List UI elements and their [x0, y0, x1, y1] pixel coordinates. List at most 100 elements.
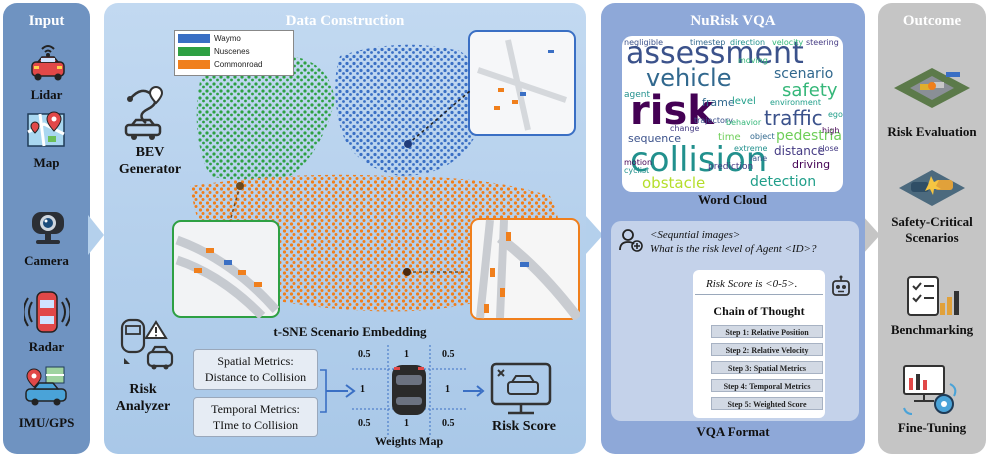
word: agent — [624, 90, 650, 100]
flow-arrow-icon — [862, 215, 880, 255]
cluster-waymo — [335, 44, 483, 176]
checklist-chart-icon — [907, 276, 959, 316]
word: scenario — [774, 66, 834, 82]
word: driving — [792, 158, 831, 171]
scenario-thumbnail-nuscenes — [172, 220, 280, 318]
cot-step-2: Step 2: Relative Velocity — [711, 343, 823, 356]
outcome-title: Outcome — [902, 13, 962, 29]
input-label-radar: Radar — [28, 339, 65, 354]
question-line-2: What is the risk level of Agent <ID>? — [650, 243, 817, 255]
spatial-metrics-box: Spatial Metrics: Distance to Collision — [193, 349, 318, 390]
risk-score-monitor-icon — [490, 362, 552, 415]
bev-generator-label: BEV Generator — [118, 145, 182, 177]
temporal-metrics-box: Temporal Metrics: TIme to Collision — [193, 397, 318, 437]
word: frame — [702, 96, 735, 109]
word: sequence — [628, 132, 682, 145]
question-line-1: <Sequntial images> — [650, 229, 741, 241]
data-construction-title: Data Construction — [285, 13, 405, 29]
legend-swatch — [178, 47, 210, 56]
answer-divider — [695, 294, 823, 295]
word: environment — [770, 98, 821, 107]
word: detection — [750, 174, 817, 190]
word: trajectory — [694, 116, 733, 125]
cot-step-1: Step 1: Relative Position — [711, 325, 823, 338]
legend-item-waymo: Waymo — [178, 33, 292, 44]
word: obstacle — [642, 174, 706, 192]
word: traffic — [764, 106, 823, 130]
risk-score-label: Risk Score — [492, 419, 556, 434]
weight-bl: 0.5 — [358, 418, 371, 429]
word-cloud-label: Word Cloud — [698, 192, 767, 207]
weight-mr: 1 — [445, 384, 450, 395]
word: time — [718, 132, 741, 143]
word: high — [822, 126, 840, 135]
tsne-scatter-plot — [190, 44, 560, 312]
weight-tl: 0.5 — [358, 349, 371, 360]
word: moving — [738, 56, 768, 65]
word: collision — [630, 140, 768, 180]
monitor-gears-icon — [903, 365, 957, 415]
input-label-camera: Camera — [24, 253, 69, 268]
word: direction — [730, 38, 766, 47]
car-collision-icon — [899, 170, 965, 206]
lidar-car-icon — [31, 45, 65, 81]
route-car-icon — [124, 85, 164, 140]
word: motion — [624, 158, 653, 167]
weight-bc: 1 — [404, 418, 409, 429]
cot-step-4: Step 4: Temporal Metrics — [711, 379, 823, 392]
legend-item-commonroad: Commonroad — [178, 59, 292, 70]
input-label-lidar: Lidar — [30, 87, 63, 102]
word: prediction — [708, 162, 754, 172]
crash-scene-icon — [894, 68, 970, 108]
risk-analyzer-label: Risk Analyzer — [115, 382, 171, 414]
map-icon — [27, 111, 65, 147]
weight-ml: 1 — [360, 384, 365, 395]
word: pedestrian — [776, 128, 843, 144]
flow-arrow-icon — [88, 215, 104, 255]
weight-tr: 0.5 — [442, 349, 455, 360]
weight-br: 0.5 — [442, 418, 455, 429]
outcome-label-safety-critical: Safety-Critical Scenarios — [891, 214, 973, 245]
cot-step-3: Step 3: Spatial Metrics — [711, 361, 823, 374]
vqa-answer: Risk Score is <0-5>. — [706, 278, 798, 290]
flow-arrow-icon — [585, 215, 603, 255]
word: safety — [782, 80, 838, 101]
word: change — [670, 124, 700, 133]
input-label-imu-gps: IMU/GPS — [18, 415, 75, 430]
legend-swatch — [178, 60, 210, 69]
word: behavior — [726, 118, 762, 127]
scenario-thumbnail-commonroad — [470, 218, 580, 320]
legend-item-nuscenes: Nuscenes — [178, 46, 292, 57]
tsne-label: t-SNE Scenario Embedding — [273, 324, 427, 339]
word: vehicle — [646, 64, 732, 92]
word: lane — [750, 154, 768, 163]
word: level — [732, 96, 756, 107]
word: extreme — [734, 144, 768, 153]
nurisk-vqa-title: NuRisk VQA — [690, 13, 776, 29]
word: timestep — [690, 38, 726, 47]
camera-icon — [32, 212, 64, 244]
word: distance — [774, 144, 825, 158]
word: velocity — [772, 38, 804, 47]
user-question-icon — [619, 229, 643, 252]
weights-to-risk-arrow-icon — [463, 385, 485, 397]
cluster-nuscenes — [196, 53, 335, 181]
outcome-label-fine-tuning: Fine-Tuning — [897, 420, 967, 435]
robot-icon — [832, 275, 850, 296]
outcome-label-risk-evaluation: Risk Evaluation — [887, 124, 977, 139]
risk-analyzer-icon — [120, 318, 174, 370]
word: negligible — [624, 38, 664, 47]
word: steering — [806, 38, 839, 47]
input-label-map: Map — [33, 155, 60, 170]
word: close — [818, 144, 839, 153]
vqa-format-label: VQA Format — [696, 424, 770, 439]
radar-icon — [24, 291, 70, 333]
word: risk — [630, 88, 714, 134]
gps-car-icon — [25, 366, 67, 406]
scenario-thumbnail-waymo — [468, 30, 576, 136]
weight-tc: 1 — [404, 349, 409, 360]
vqa-question: <Sequntial images> What is the risk leve… — [650, 228, 850, 256]
metrics-arrow-icon — [320, 369, 356, 413]
word: assessment — [626, 36, 804, 71]
thumbnail-connectors — [229, 90, 471, 276]
